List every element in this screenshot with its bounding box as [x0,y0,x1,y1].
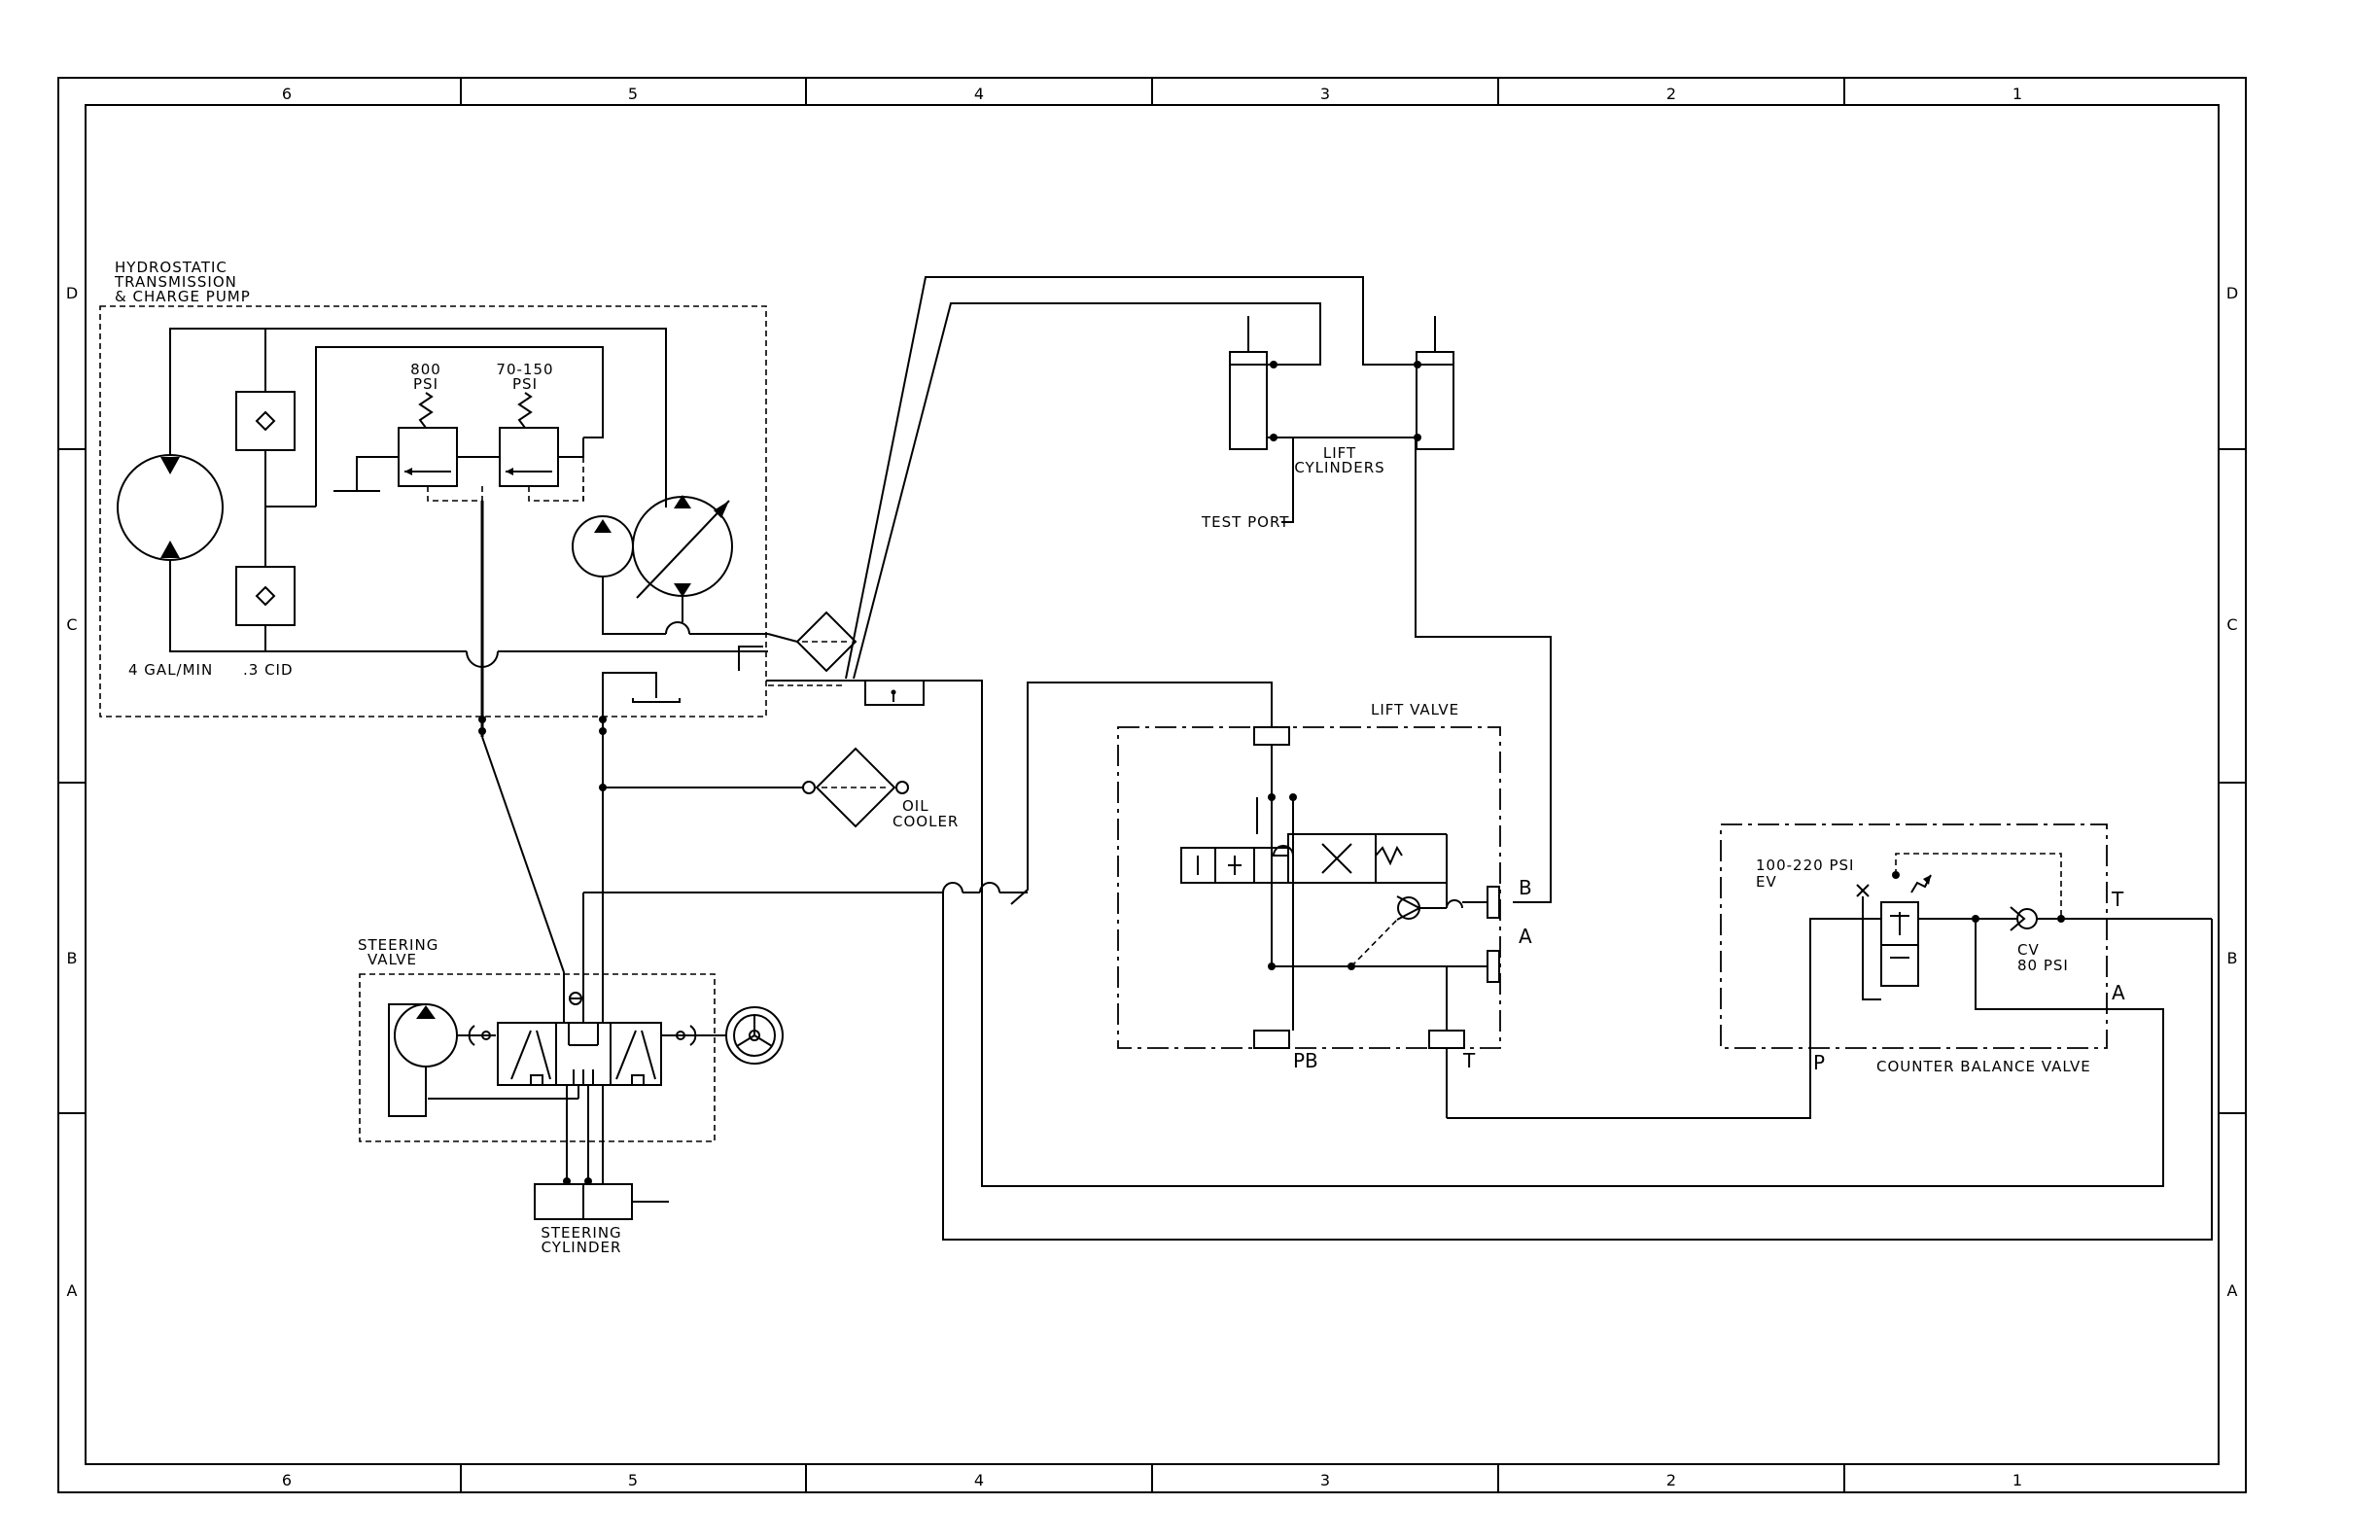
row-label-left-c: C [66,615,77,634]
col-label-top-2: 5 [628,85,638,103]
oil-cooler-label-2: COOLER [892,813,959,830]
hydrostatic-transmission-group: HYDROSTATIC TRANSMISSION & CHARGE PUMP 8… [100,259,768,717]
check-valve-upper-icon [236,392,295,450]
col-label-bottom-4: 3 [1320,1471,1330,1489]
cbv-port-t-label: T [2111,888,2124,911]
row-label-right-c: C [2226,615,2237,634]
lift-check-valve-icon [1397,896,1419,920]
cv-label-2: 80 PSI [2017,957,2069,974]
steering-valve-label-2: VALVE [368,951,417,968]
hydraulic-motor-icon [118,455,223,560]
relief-800-label-2: PSI [413,375,438,393]
lift-port-pb-label: PB [1293,1049,1318,1072]
col-label-bottom-5: 2 [1666,1471,1676,1489]
lift-valve-enclosure [1118,727,1500,1048]
col-label-top-5: 2 [1666,85,1676,103]
lift-port-a-label: A [1519,925,1532,948]
variable-pump-icon [633,495,732,598]
flow-rate-label: 4 GAL/MIN [128,661,213,679]
row-label-left-a: A [67,1281,78,1300]
row-label-left-d: D [66,284,78,302]
hydrostatic-label-3: & CHARGE PUMP [115,288,251,305]
steering-valve-group: STEERING VALVE [358,892,783,1141]
row-label-right-a: A [2227,1281,2238,1300]
col-label-top-6: 1 [2012,85,2022,103]
lift-valve-group: LIFT VALVE [1011,682,1532,1118]
cbv-relief-valve-icon [1881,875,1931,986]
col-label-bottom-1: 6 [282,1471,292,1489]
pilot-valve-icon [1288,834,1402,883]
col-label-bottom-3: 4 [974,1471,984,1489]
col-label-bottom-6: 1 [2012,1471,2022,1489]
steering-cylinder-label-2: CYLINDER [542,1239,622,1256]
cbv-port-a-label: A [2112,981,2125,1004]
cbv-ev-label: EV [1756,873,1777,891]
col-label-top-1: 6 [282,85,292,103]
lift-cylinders-label-2: CYLINDERS [1294,459,1384,476]
filter-icon [797,612,856,671]
steering-motor-icon [395,1004,457,1067]
col-label-top-3: 4 [974,85,984,103]
test-port-label: TEST PORT [1201,513,1289,531]
lift-port-b-label: B [1519,876,1532,899]
steering-wheel-icon [726,1007,783,1064]
row-label-right-d: D [2226,284,2238,302]
row-label-right-b: B [2227,949,2238,967]
lift-cylinder-right-icon [1417,316,1453,449]
col-label-top-4: 3 [1320,85,1330,103]
charge-pump-icon [573,516,633,577]
relief-70-150-label-2: PSI [512,375,538,393]
cbv-port-p-label: P [1813,1051,1825,1074]
row-label-left-b: B [67,949,78,967]
lift-valve-label: LIFT VALVE [1371,701,1459,718]
cbv-title-label: COUNTER BALANCE VALVE [1876,1058,2091,1075]
lift-cylinder-left-icon [1230,316,1267,449]
displacement-label: .3 CID [243,661,294,679]
col-label-bottom-2: 5 [628,1471,638,1489]
relief-valve-70-150-icon [500,393,558,486]
lift-port-t-label: T [1462,1049,1476,1072]
tank-icon [865,681,924,705]
steering-spool-icon [498,1023,661,1085]
drawing-frame: 6 5 4 3 2 1 6 5 4 3 2 1 D C B A D C B A [58,78,2246,1492]
cbv-pressure-label: 100-220 PSI [1756,857,1854,874]
relief-valve-800-icon [399,393,457,486]
steering-cylinder-icon [535,1184,669,1219]
check-valve-lower-icon [236,567,295,625]
counter-balance-valve-group: 100-220 PSI EV CV 80 PSI T A P COUNTER [1721,824,2212,1075]
